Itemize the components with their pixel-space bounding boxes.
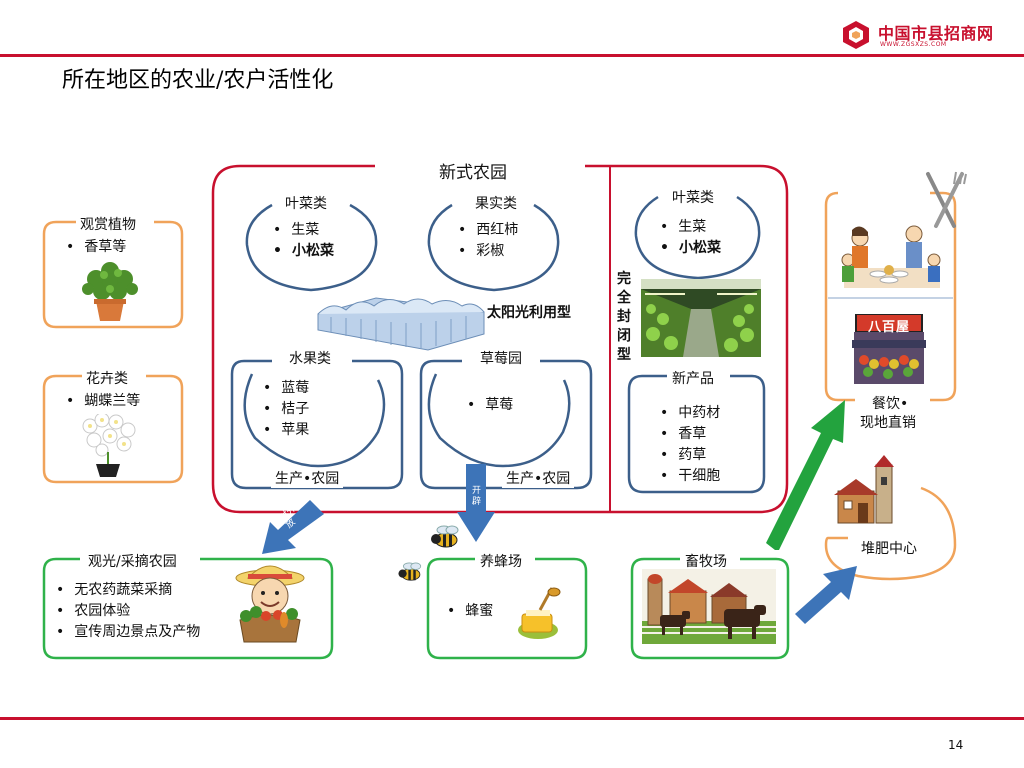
page-title: 所在地区的农业/农户活性化 (62, 68, 334, 93)
bee-icon (431, 525, 459, 548)
fork-knife-icon (926, 171, 967, 228)
farmhouse-icon (834, 455, 894, 524)
sightseeing-list: 无农药蔬菜采摘 农园体验 宣传周边景点及产物 (56, 580, 200, 643)
logo-icon (842, 20, 870, 50)
list-item: 西红柿 (458, 220, 518, 241)
shop-icon (852, 314, 926, 384)
list-item: 宣传周边景点及产物 (56, 622, 200, 643)
honey-icon (518, 587, 561, 639)
solar-label: 太阳光利用型 (487, 305, 571, 321)
bee-icon (398, 562, 422, 581)
ornamental-label: 观赏植物 (76, 214, 140, 234)
list-item: 小松菜 (660, 238, 721, 259)
fruit-label: 水果类 (285, 348, 335, 368)
orchid-icon (82, 414, 136, 477)
restaurant-label-line1: 餐饮• (872, 396, 909, 412)
new-products-list: 中药材 香草 药草 干细胞 (660, 403, 720, 487)
shop-sign: 八百屋 (867, 320, 910, 335)
strawberry-label: 草莓园 (476, 348, 526, 368)
list-item: 蓝莓 (263, 378, 309, 399)
arrow-develop-label: 开辟 (472, 486, 482, 507)
list-item: 蜂蜜 (447, 601, 493, 622)
header-rule (0, 54, 1024, 57)
leafy-label-left: 叶菜类 (281, 193, 331, 213)
list-item: 苹果 (263, 420, 309, 441)
livestock-label: 畜牧场 (681, 551, 731, 571)
arrow-to-compost (795, 566, 857, 624)
list-item: 桔子 (263, 399, 309, 420)
potted-herb-icon (82, 262, 138, 321)
ranch-photo (642, 569, 776, 644)
beekeeping-list: 蜂蜜 (447, 601, 493, 622)
flowers-list: 蝴蝶兰等 (66, 391, 140, 412)
strawberry-footer: 生产•农园 (502, 468, 575, 488)
arrow-open-external (262, 500, 324, 554)
list-item: 生菜 (660, 217, 721, 238)
list-item: 彩椒 (458, 241, 518, 262)
greenhouse-icon (317, 297, 485, 351)
arrow-to-restaurant (766, 400, 845, 550)
fruit-footer: 生产•农园 (271, 468, 344, 488)
page-number: 14 (948, 738, 964, 752)
new-products-label: 新产品 (668, 368, 718, 388)
list-item: 蝴蝶兰等 (66, 391, 140, 412)
strawberry-list: 草莓 (467, 395, 513, 416)
logo-name: 中国市县招商网 (878, 24, 994, 43)
list-item: 干细胞 (660, 466, 720, 487)
fruit-list: 蓝莓 桔子 苹果 (263, 378, 309, 441)
indoor-farm-photo (641, 279, 761, 357)
ornamental-list: 香草等 (66, 237, 126, 258)
logo-url: WWW.ZGSXZS.COM (880, 41, 947, 48)
leafy-list-left: 生菜 小松菜 (273, 220, 334, 262)
leafy-label-right: 叶菜类 (668, 187, 718, 207)
restaurant-label-line2: 现地直销 (860, 415, 916, 431)
beekeeping-label: 养蜂场 (476, 551, 526, 571)
list-item: 中药材 (660, 403, 720, 424)
arrow-develop (457, 464, 495, 542)
sightseeing-label: 观光/采摘农园 (84, 551, 181, 571)
list-item: 草莓 (467, 395, 513, 416)
fruit-veg-list: 西红柿 彩椒 (458, 220, 518, 262)
compost-label: 堆肥中心 (861, 541, 917, 557)
list-item: 无农药蔬菜采摘 (56, 580, 200, 601)
family-dining-icon (841, 225, 941, 288)
list-item: 香草等 (66, 237, 126, 258)
farmer-icon (235, 565, 305, 643)
vertical-label: 完全封闭型 (617, 271, 631, 363)
flowers-label: 花卉类 (82, 368, 132, 388)
list-item: 农园体验 (56, 601, 200, 622)
leafy-list-right: 生菜 小松菜 (660, 217, 721, 259)
list-item: 生菜 (273, 220, 334, 241)
main-box-title: 新式农园 (435, 158, 511, 183)
list-item: 小松菜 (273, 241, 334, 262)
fruit-veg-label: 果实类 (471, 193, 521, 213)
list-item: 药草 (660, 445, 720, 466)
list-item: 香草 (660, 424, 720, 445)
